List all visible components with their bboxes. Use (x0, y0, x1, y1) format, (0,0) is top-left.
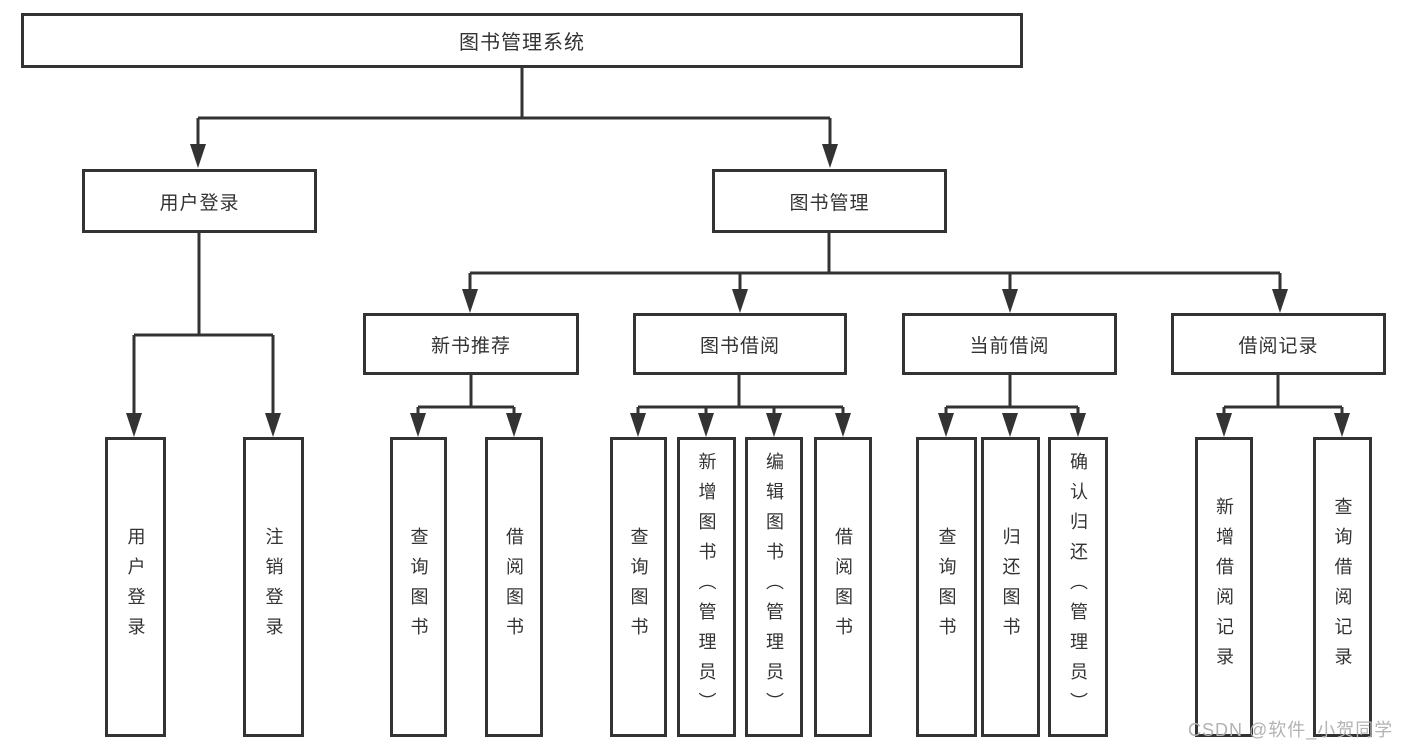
node-label: 用户登录 (159, 192, 240, 214)
node-label: 借阅图书 (833, 527, 853, 647)
node-return-books: 归还图书 (981, 437, 1040, 737)
node-label: 新书推荐 (430, 335, 511, 357)
node-query-books-current: 查询图书 (916, 437, 977, 737)
node-label: 新增图书（管理员） (696, 452, 717, 722)
node-user-login-action: 用户登录 (105, 437, 166, 737)
node-label: 查询图书 (628, 527, 649, 647)
node-label: 注销登录 (263, 527, 284, 647)
node-add-borrow-record: 新增借阅记录 (1195, 437, 1253, 737)
connector-user-login-split (132, 233, 275, 416)
node-query-books-borrowing: 查询图书 (610, 437, 667, 737)
node-label: 编辑图书（管理员） (764, 452, 784, 722)
connector-root-split (196, 68, 832, 148)
node-label: 当前借阅 (969, 335, 1050, 357)
node-user-login: 用户登录 (82, 169, 317, 233)
connector-new-book-split (416, 375, 516, 416)
node-label: 用户登录 (125, 527, 146, 647)
node-label: 图书管理 (789, 192, 870, 214)
connector-book-mgmt-split (468, 233, 1282, 292)
node-logout-action: 注销登录 (243, 437, 304, 737)
node-book-management: 图书管理 (712, 169, 947, 233)
node-label: 确认归还（管理员） (1068, 452, 1088, 722)
node-add-books-admin: 新增图书（管理员） (677, 437, 736, 737)
node-edit-books-admin: 编辑图书（管理员） (745, 437, 803, 737)
node-query-borrow-record: 查询借阅记录 (1313, 437, 1372, 737)
node-label: 归还图书 (1000, 527, 1021, 647)
connector-current-borrow-split (944, 375, 1080, 416)
node-confirm-return-admin: 确认归还（管理员） (1048, 437, 1108, 737)
node-label: 借阅记录 (1238, 335, 1319, 357)
node-label: 查询图书 (408, 527, 429, 647)
arrowheads-book-borrow-children (630, 413, 851, 437)
node-new-book-recommendation: 新书推荐 (363, 313, 579, 375)
node-label: 借阅图书 (504, 527, 524, 647)
node-borrow-books-newbook: 借阅图书 (485, 437, 543, 737)
arrowheads-book-mgmt-children (462, 289, 1288, 313)
node-label: 查询借阅记录 (1332, 497, 1353, 677)
connector-book-borrow-split (636, 375, 845, 416)
node-label: 图书借阅 (699, 335, 780, 357)
arrowheads-new-book-children (410, 413, 522, 437)
node-query-books-newbook: 查询图书 (390, 437, 447, 737)
node-current-borrowing: 当前借阅 (902, 313, 1117, 375)
node-label: 查询图书 (936, 527, 957, 647)
connector-borrow-record-split (1222, 375, 1344, 416)
node-book-borrowing: 图书借阅 (633, 313, 847, 375)
arrowheads-current-borrow-children (938, 413, 1086, 437)
arrowheads-user-login-children (126, 413, 281, 437)
node-label: 图书管理系统 (459, 32, 585, 54)
node-library-management-system: 图书管理系统 (21, 13, 1023, 68)
node-borrow-books-borrowing: 借阅图书 (814, 437, 872, 737)
node-label: 新增借阅记录 (1214, 497, 1234, 677)
csdn-watermark: CSDN @软件_小贺同学 (1188, 720, 1394, 740)
arrowheads-level2 (190, 144, 838, 168)
arrowheads-borrow-record-children (1216, 413, 1350, 437)
node-borrow-records: 借阅记录 (1171, 313, 1386, 375)
